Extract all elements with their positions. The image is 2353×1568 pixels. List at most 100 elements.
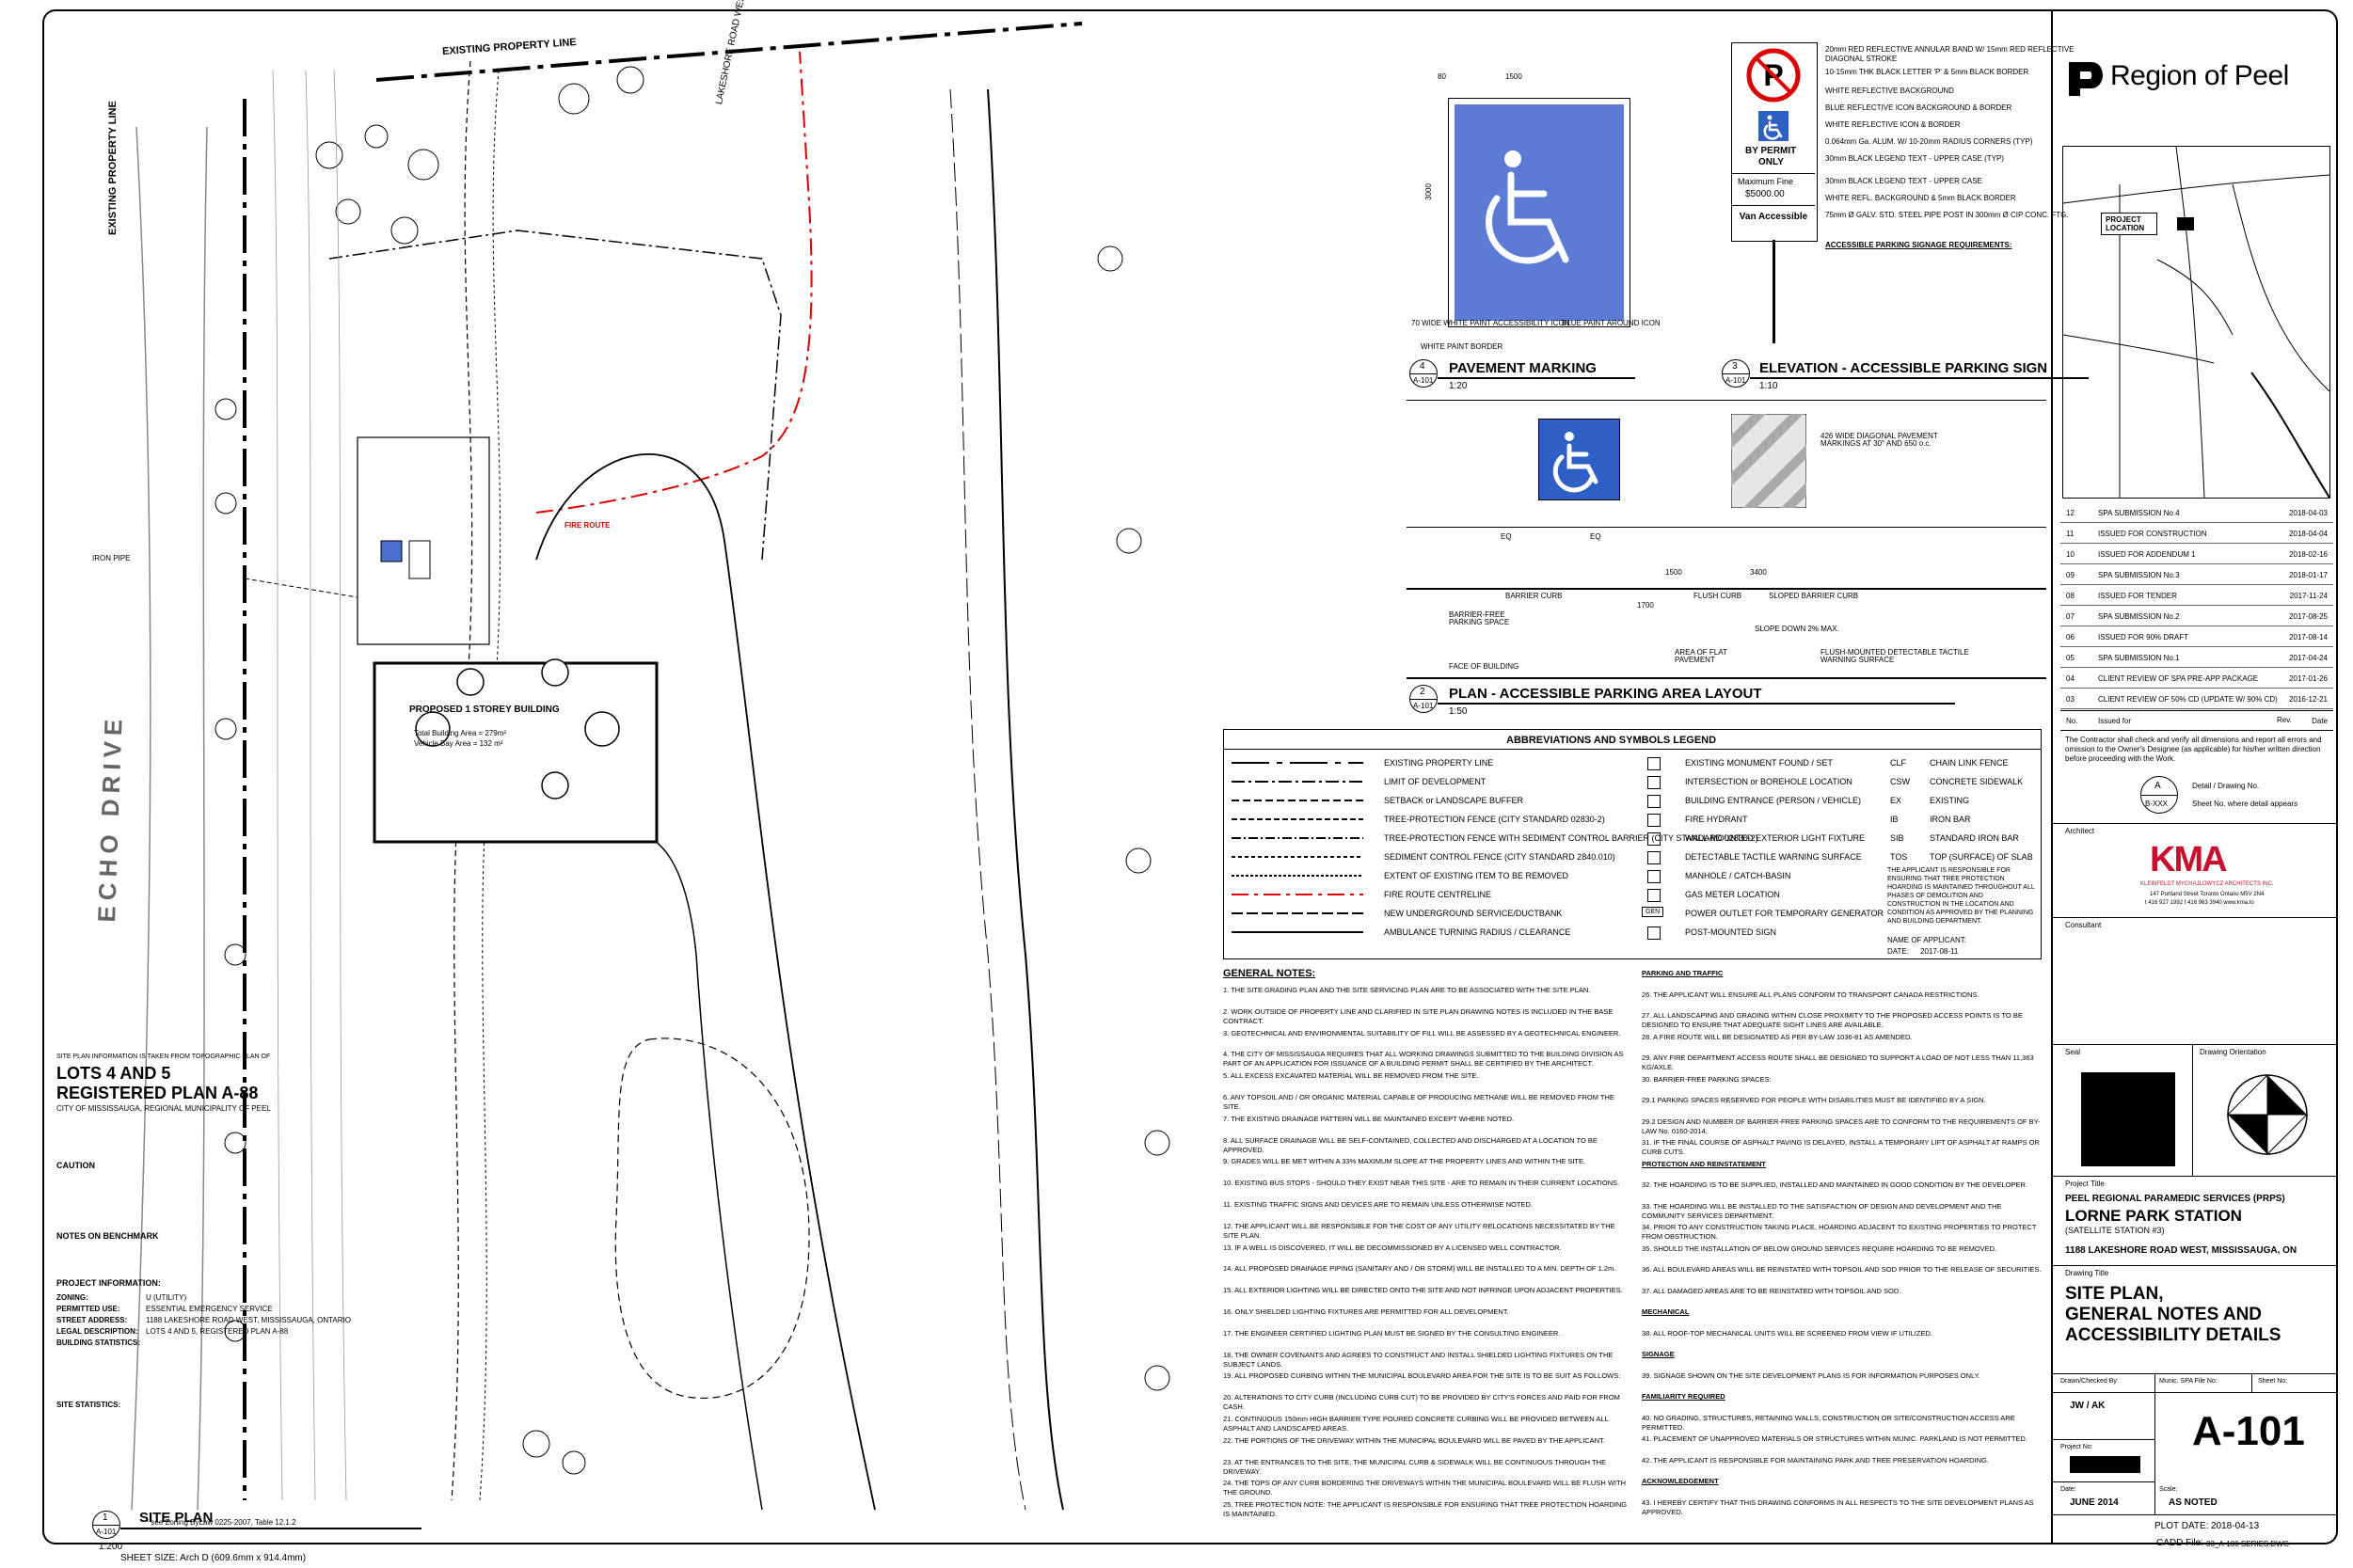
orientation-label: Drawing Orientation [2200,1048,2266,1056]
address-label: STREET ADDRESS: [56,1316,128,1324]
general-note: 12. THE APPLICANT WILL BE RESPONSIBLE FO… [1223,1221,1615,1240]
spec-5: 0.064mm Ga. ALUM. W/ 10-20mm RADIUS CORN… [1825,137,2033,146]
rev-header-no: No. [2066,717,2078,725]
drawn-label: Drawn/Checked By: [2060,1378,2119,1385]
architect-name: KLEINFELDT MYCHAJLOWYCZ ARCHITECTS INC. [2140,881,2274,887]
general-note: 29.1 PARKING SPACES RESERVED FOR PEOPLE … [1642,1096,1986,1104]
legend-row: INTERSECTION or BOREHOLE LOCATION [1638,773,1883,791]
legend-line-sample [1232,912,1363,914]
general-note: 17. THE ENGINEER CERTIFIED LIGHTING PLAN… [1223,1328,1561,1338]
date-label: Date: [2060,1486,2076,1493]
cadd-file-label: CADD File: [2156,1538,2204,1548]
site-stats-label: SITE STATISTICS: [56,1401,121,1409]
general-note: PARKING AND TRAFFIC [1642,969,1724,977]
general-note: 9. GRADES WILL BE MET WITHIN A 33% MAXIM… [1223,1157,1586,1166]
project-info-title: PROJECT INFORMATION: [56,1278,161,1288]
legend-row: EXISTING PROPERTY LINE [1224,754,1638,772]
plot-date-label: PLOT DATE: [2154,1521,2209,1531]
legend-symbol-icon [1647,870,1661,883]
use-label: PERMITTED USE: [56,1305,120,1313]
tactile-label: FLUSH-MOUNTED DETECTABLE TACTILE WARNING… [1820,648,1969,664]
rev-desc: ISSUED FOR TENDER [2098,592,2177,600]
detail-legend-desc2: Sheet No. where detail appears [2192,800,2298,808]
proposed-building [373,661,659,844]
abbrev-desc: IRON BAR [1930,815,1971,824]
general-note: 16. ONLY SHIELDED LIGHTING FIXTURES ARE … [1223,1307,1509,1316]
plot-date: 2018-04-13 [2211,1521,2260,1531]
legend-line-sample [1232,856,1363,858]
legend-line-sample [1232,781,1363,783]
legend-line-sample [1232,837,1363,839]
general-note: 32. THE HOARDING IS TO BE SUPPLIED, INST… [1642,1180,2027,1189]
site-plan-title: SITE PLAN [139,1510,214,1526]
accessibility-icon [1486,150,1569,264]
legend-symbol-icon [1647,776,1661,789]
pavement-dim-length: 3000 [1423,183,1433,200]
legend-row-label: TREE-PROTECTION FENCE WITH SEDIMENT CONT… [1384,833,1758,843]
rev-no: 08 [2066,592,2075,600]
rev-date: 2018-04-03 [2289,509,2328,517]
scale-value: AS NOTED [2169,1497,2218,1508]
curb-label-1: BARRIER CURB [1505,592,1563,600]
legend-row-label: MANHOLE / CATCH-BASIN [1685,871,1791,880]
spec-7: 30mm BLACK LEGEND TEXT - UPPER CASE [1825,177,1982,185]
curb-label-3: SLOPED BARRIER CURB [1769,592,1859,600]
dim-1500: 1500 [1665,568,1682,577]
rev-date: 2017-08-25 [2289,612,2328,621]
revision-header: No. Issued for Rev. Date [2060,710,2333,731]
sign-fine-label: Maximum Fine [1738,177,1794,186]
pavement-ref: A-101 [1413,376,1434,385]
date-value: JUNE 2014 [2070,1497,2119,1508]
project-location-text: PROJECT LOCATION [2106,215,2145,232]
spec-2: WHITE REFLECTIVE BACKGROUND [1825,87,1954,95]
legend-row-label: EXISTING MONUMENT FOUND / SET [1685,758,1833,768]
abbrev-code: IB [1890,815,1899,824]
general-note: 34. PRIOR TO ANY CONSTRUCTION TAKING PLA… [1642,1223,2037,1241]
rev-date: 2018-01-17 [2289,571,2328,579]
general-note: 40. NO GRADING, STRUCTURES, RETAINING WA… [1642,1413,2015,1432]
applicant-name-label: NAME OF APPLICANT: [1887,936,1967,944]
general-note: 21. CONTINUOUS 150mm HIGH BARRIER TYPE P… [1223,1415,1609,1433]
legend-row: EXISTING MONUMENT FOUND / SET [1638,754,1883,772]
abbrev-desc: TOP (SURFACE) OF SLAB [1930,852,2033,862]
client-name: Region of Peel [2110,60,2289,91]
legend-row-label: GAS METER LOCATION [1685,890,1780,899]
legend-row: FIRE ROUTE CENTRELINE [1224,886,1638,904]
parking-plan-title: PLAN - ACCESSIBLE PARKING AREA LAYOUT [1449,686,1762,702]
rev-date: 2018-04-04 [2289,530,2328,538]
architect-logo: KMA [2150,840,2228,879]
rev-no: 05 [2066,654,2075,662]
general-note: 38. ALL ROOF-TOP MECHANICAL UNITS WILL B… [1642,1328,1932,1338]
legend-row: MANHOLE / CATCH-BASIN [1638,867,1883,885]
general-note: 10. EXISTING BUS STOPS - SHOULD THEY EXI… [1223,1179,1620,1188]
sign-num: 3 [1732,361,1738,372]
lakeshore-road-edge [987,88,1064,1511]
legend-line-sample [1232,875,1363,877]
sign-accessibility-icon [1758,111,1789,141]
legend-row-label: LIMIT OF DEVELOPMENT [1384,777,1487,786]
legend-row: NEW UNDERGROUND SERVICE/DUCTBANK [1224,905,1638,923]
project-no-label: Project No: [2060,1444,2093,1450]
rev-date: 2016-12-21 [2289,695,2328,704]
driveway-edge-east [535,453,876,1511]
munic-label: Munic. SPA File No: [2159,1378,2218,1385]
rev-header-desc: Issued for [2098,717,2132,725]
general-note: 25. TREE PROTECTION NOTE: THE APPLICANT … [1223,1500,1628,1519]
legend-row-label: SETBACK or LANDSCAPE BUFFER [1384,796,1524,805]
project-title-label: Project Title [2065,1180,2105,1188]
drawn-value: JW / AK [2070,1401,2106,1411]
architect-phone: t 416 927 1992 f 416 963 3940 www.kma.to [2145,900,2254,906]
legend-row: FIRE HYDRANT [1638,811,1883,829]
rev-date: 2017-04-24 [2289,654,2328,662]
abbrev-code: CSW [1890,777,1910,786]
general-note: 23. AT THE ENTRANCES TO THE SITE, THE MU… [1223,1457,1607,1476]
